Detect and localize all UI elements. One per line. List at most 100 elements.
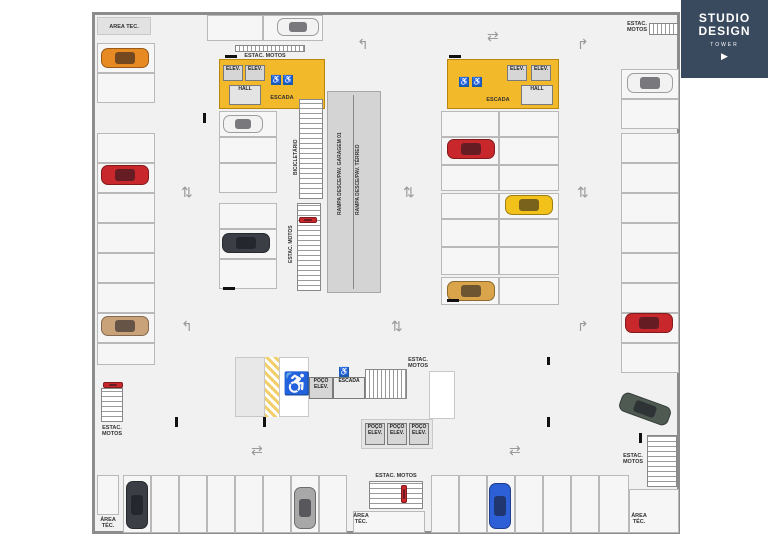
parking-stall <box>543 475 571 533</box>
wheelchair-icon: ♿ <box>472 77 482 87</box>
parking-stall <box>219 163 277 193</box>
wheelchair-icon: ♿ <box>459 77 469 87</box>
escada-label: ESCADA <box>486 97 510 103</box>
estac-motos-label-top-right: ESTAC. MOTOS <box>621 21 653 33</box>
direction-arrow-icon: ⇅ <box>181 184 193 200</box>
car-red <box>101 165 149 185</box>
parking-stall <box>97 223 155 253</box>
direction-arrow-icon: ⇄ <box>487 28 499 44</box>
area-tec-label-top: AREA TEC. <box>109 24 139 30</box>
parking-stall <box>621 193 679 223</box>
elev-label: ELEV. <box>510 66 524 72</box>
parking-stall <box>441 193 499 219</box>
area-tec-text: ÁREA TÉC. <box>100 517 116 529</box>
pillar <box>639 433 642 443</box>
motorcycle-parking-bottom <box>369 481 423 509</box>
area-tec-text: ÁREA TÉC. <box>631 513 647 525</box>
parking-stall <box>441 111 499 137</box>
technical-area-bottom <box>353 511 425 533</box>
lower-core-wall <box>235 357 265 417</box>
direction-arrow-icon: ⇄ <box>509 442 521 458</box>
estac-motos-label-right: ESTAC. MOTOS <box>619 453 647 465</box>
car-beige <box>101 316 149 336</box>
area-tec-label-bottom-mid: ÁREA TÉC. <box>351 513 371 525</box>
hall-area: HALL <box>521 85 553 105</box>
pillar <box>449 55 461 58</box>
direction-arrow-icon: ↱ <box>577 36 589 52</box>
parking-stall <box>263 475 291 533</box>
parking-stall <box>97 193 155 223</box>
parking-stall <box>599 475 629 533</box>
car-orange <box>101 48 149 68</box>
car-dark <box>126 481 148 529</box>
parking-stall <box>621 343 679 373</box>
parking-stall <box>621 253 679 283</box>
parking-stall <box>499 247 559 275</box>
estac-motos-label-bottom: ESTAC. MOTOS <box>375 473 417 479</box>
estac-motos-text: ESTAC. MOTOS <box>101 425 123 437</box>
car-yellow <box>505 195 553 215</box>
elevator-box: ELEV. <box>223 65 243 81</box>
car-dark <box>222 233 270 253</box>
ramp-up-label: RAMPA DESCE/PAV. TÉRREO <box>355 144 361 215</box>
logo-line1: STUDIO <box>698 11 751 25</box>
escada-label: ESCADA <box>270 95 294 101</box>
parking-stall <box>319 475 347 533</box>
wheelchair-icon: ♿ <box>283 371 311 396</box>
direction-arrow-icon: ⇅ <box>403 184 415 200</box>
poco-elevator: POÇO ELEV. <box>387 423 407 445</box>
parking-stall <box>621 283 679 313</box>
estac-motos-text: ESTAC. MOTOS <box>626 21 648 33</box>
parking-stall <box>621 223 679 253</box>
car-red <box>447 139 495 159</box>
parking-stall <box>621 99 679 129</box>
wheelchair-icon: ♿ <box>339 367 349 377</box>
bicicletario-label: BICICLETÁRIO <box>293 139 299 175</box>
hall-label: HALL <box>238 86 252 92</box>
logo-mark-icon: ▶ <box>721 51 728 61</box>
motorcycle-red <box>299 217 317 223</box>
logo-sub: TOWER <box>710 42 739 48</box>
elevator-box: ELEV. <box>245 65 265 81</box>
logo-line2: DESIGN <box>698 24 751 38</box>
motorcycle-parking-top-right <box>649 23 679 35</box>
poco-elev-label: POÇO ELEV. <box>411 424 427 436</box>
motorcycle-red <box>103 382 123 388</box>
direction-arrow-icon: ↱ <box>577 318 589 334</box>
motorcycle-parking-right <box>647 435 677 487</box>
hall-area: HALL <box>229 85 261 105</box>
parking-stall <box>499 277 559 305</box>
bicycle-rack <box>299 99 323 199</box>
parking-stall <box>219 137 277 163</box>
elev-label: ELEV. <box>534 66 548 72</box>
parking-stall <box>97 73 155 103</box>
escada-label: ESCADA <box>338 378 360 384</box>
parking-stall <box>235 475 263 533</box>
stairs <box>365 369 407 399</box>
parking-stall <box>441 165 499 191</box>
parking-stall <box>97 283 155 313</box>
pillar <box>263 417 266 427</box>
poco-elevator: POÇO ELEV. <box>365 423 385 445</box>
direction-arrow-icon: ↰ <box>357 36 369 52</box>
car-green <box>617 390 673 428</box>
direction-arrow-icon: ⇅ <box>577 184 589 200</box>
parking-stall <box>97 253 155 283</box>
parking-stall <box>499 165 559 191</box>
parking-stall <box>219 259 277 289</box>
hall-label: HALL <box>530 86 544 92</box>
poco-elev-label: POÇO ELEV. <box>313 378 329 390</box>
estac-motos-label-center: ESTAC. MOTOS <box>403 357 433 369</box>
estac-motos-label-vertical: ESTAC. MOTOS <box>288 225 294 263</box>
parking-stall <box>179 475 207 533</box>
estac-motos-label-left: ESTAC. MOTOS <box>95 425 129 437</box>
poco-elevator: POÇO ELEV. <box>409 423 429 445</box>
ramp-divider <box>353 95 354 289</box>
technical-area-top <box>97 17 151 35</box>
accessible-area <box>279 357 309 417</box>
motorcycle-stall-right <box>629 489 679 533</box>
pillar <box>175 417 178 427</box>
parking-stall <box>97 343 155 365</box>
wheelchair-icon: ♿ <box>271 75 281 85</box>
parking-stall <box>515 475 543 533</box>
